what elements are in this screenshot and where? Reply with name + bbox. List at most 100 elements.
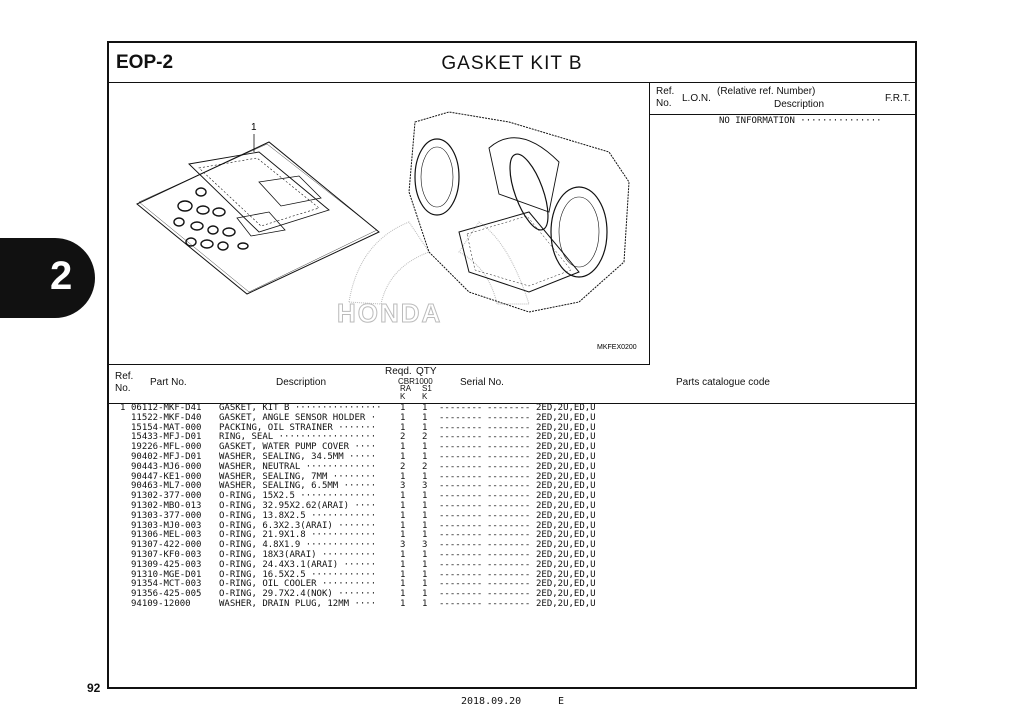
catalogue-code: 2ED,2U,ED,U: [536, 500, 596, 511]
part-description: O-RING, 15X2.5 ··············: [219, 491, 377, 502]
serial-from: --------: [439, 491, 483, 502]
part-description: GASKET, KIT B ················: [219, 403, 382, 413]
serial-from: --------: [439, 569, 483, 580]
serial-column-header: Serial No.: [460, 377, 504, 388]
catalogue-code: 2ED,2U,ED,U: [536, 549, 596, 560]
lon-label: L.O.N.: [682, 93, 711, 104]
serial-from: --------: [439, 549, 483, 560]
catalogue-code: 2ED,2U,ED,U: [536, 530, 596, 541]
serial-to: --------: [487, 471, 531, 482]
serial-from: --------: [439, 500, 483, 511]
serial-to: --------: [487, 403, 531, 413]
catalogue-code: 2ED,2U,ED,U: [536, 579, 596, 590]
serial-to: --------: [487, 412, 531, 423]
serial-to: --------: [487, 569, 531, 580]
serial-to: --------: [487, 589, 531, 600]
qty-rak: 1: [400, 530, 406, 541]
figure-code: MKFEX0200: [597, 344, 637, 351]
serial-from: --------: [439, 422, 483, 433]
part-number: 11522-MKF-D40: [131, 412, 202, 423]
part-number: 06112-MKF-D41: [131, 403, 202, 413]
parts-table-header: Ref. No. Part No. Description Reqd. QTY …: [109, 365, 915, 404]
exploded-view-drawing: 1: [136, 111, 637, 351]
qty-s1k: 1: [422, 598, 428, 609]
part-number: 91354-MCT-003: [131, 579, 202, 590]
qty-column-2: S1 K: [422, 384, 432, 401]
qty-rak: 1: [400, 500, 406, 511]
part-description: O-RING, 24.4X3.1(ARAI) ······: [219, 559, 377, 570]
part-number: 15154-MAT-000: [131, 422, 202, 433]
qty-rak: 1: [400, 579, 406, 590]
part-description: O-RING, 21.9X1.8 ············: [219, 530, 377, 541]
qty-rak: 1: [400, 451, 406, 462]
serial-from: --------: [439, 432, 483, 443]
catalogue-code: 2ED,2U,ED,U: [536, 461, 596, 472]
catalogue-code: 2ED,2U,ED,U: [536, 451, 596, 462]
table-row: 91302-MBO-013 O-RING, 32.95X2.62(ARAI) ··…: [109, 500, 915, 512]
serial-to: --------: [487, 422, 531, 433]
serial-from: --------: [439, 540, 483, 551]
qty-rak: 1: [400, 598, 406, 609]
part-description: O-RING, 29.7X2.4(NOK) ·······: [219, 589, 377, 600]
catalogue-code: 2ED,2U,ED,U: [536, 471, 596, 482]
callout-number: 1: [251, 122, 257, 133]
serial-to: --------: [487, 461, 531, 472]
qty-rak: 1: [400, 471, 406, 482]
part-number: 15433-MFJ-D01: [131, 432, 202, 443]
qty-rak: 1: [400, 549, 406, 560]
part-description: WASHER, DRAIN PLUG, 12MM ····: [219, 598, 377, 609]
section-tab: 2: [0, 238, 95, 318]
serial-to: --------: [487, 500, 531, 511]
catalogue-column-header: Parts catalogue code: [676, 377, 770, 388]
serial-to: --------: [487, 530, 531, 541]
serial-from: --------: [439, 403, 483, 413]
catalogue-code: 2ED,2U,ED,U: [536, 569, 596, 580]
qty-rak: 1: [400, 412, 406, 423]
qty-rak: 1: [400, 422, 406, 433]
serial-to: --------: [487, 559, 531, 570]
part-number: 91302-MBO-013: [131, 500, 202, 511]
ref-no-label: Ref. No.: [656, 86, 675, 109]
serial-to: --------: [487, 432, 531, 443]
reqd-label: Reqd.: [385, 366, 412, 377]
qty-rak: 1: [400, 569, 406, 580]
catalogue-code: 2ED,2U,ED,U: [536, 491, 596, 502]
table-row: 1 06112-MKF-D41 GASKET, KIT B ············…: [109, 403, 915, 414]
qty-s1k: 1: [422, 491, 428, 502]
qty-rak: 1: [400, 403, 406, 413]
part-number: 91303-MJ0-003: [131, 520, 202, 531]
part-description: WASHER, SEALING, 34.5MM ·····: [219, 451, 377, 462]
qty-s1k: 1: [422, 589, 428, 600]
catalogue-code: 2ED,2U,ED,U: [536, 520, 596, 531]
serial-from: --------: [439, 461, 483, 472]
qty-s1k: 1: [422, 451, 428, 462]
qty-s1k: 1: [422, 549, 428, 560]
part-description: O-RING, 4.8X1.9 ·············: [219, 540, 377, 551]
qty-rak: 1: [400, 589, 406, 600]
part-number: 91306-MEL-003: [131, 530, 202, 541]
serial-to: --------: [487, 510, 531, 521]
qty-s1k: 2: [422, 461, 428, 472]
qty-s1k: 1: [422, 442, 428, 453]
parts-table-body: 1 06112-MKF-D41 GASKET, KIT B ············…: [109, 403, 915, 610]
catalogue-code: 2ED,2U,ED,U: [536, 422, 596, 433]
serial-to: --------: [487, 451, 531, 462]
serial-from: --------: [439, 442, 483, 453]
serial-from: --------: [439, 412, 483, 423]
catalogue-code: 2ED,2U,ED,U: [536, 589, 596, 600]
serial-from: --------: [439, 451, 483, 462]
catalogue-code: 2ED,2U,ED,U: [536, 540, 596, 551]
table-row: 91356-425-005 O-RING, 29.7X2.4(NOK) ·····…: [109, 589, 915, 600]
serial-to: --------: [487, 598, 531, 609]
part-description: GASKET, WATER PUMP COVER ····: [219, 442, 377, 453]
serial-from: --------: [439, 589, 483, 600]
part-number: 91356-425-005: [131, 589, 202, 600]
part-description: O-RING, 32.95X2.62(ARAI) ····: [219, 500, 377, 511]
qty-rak: 1: [400, 520, 406, 531]
